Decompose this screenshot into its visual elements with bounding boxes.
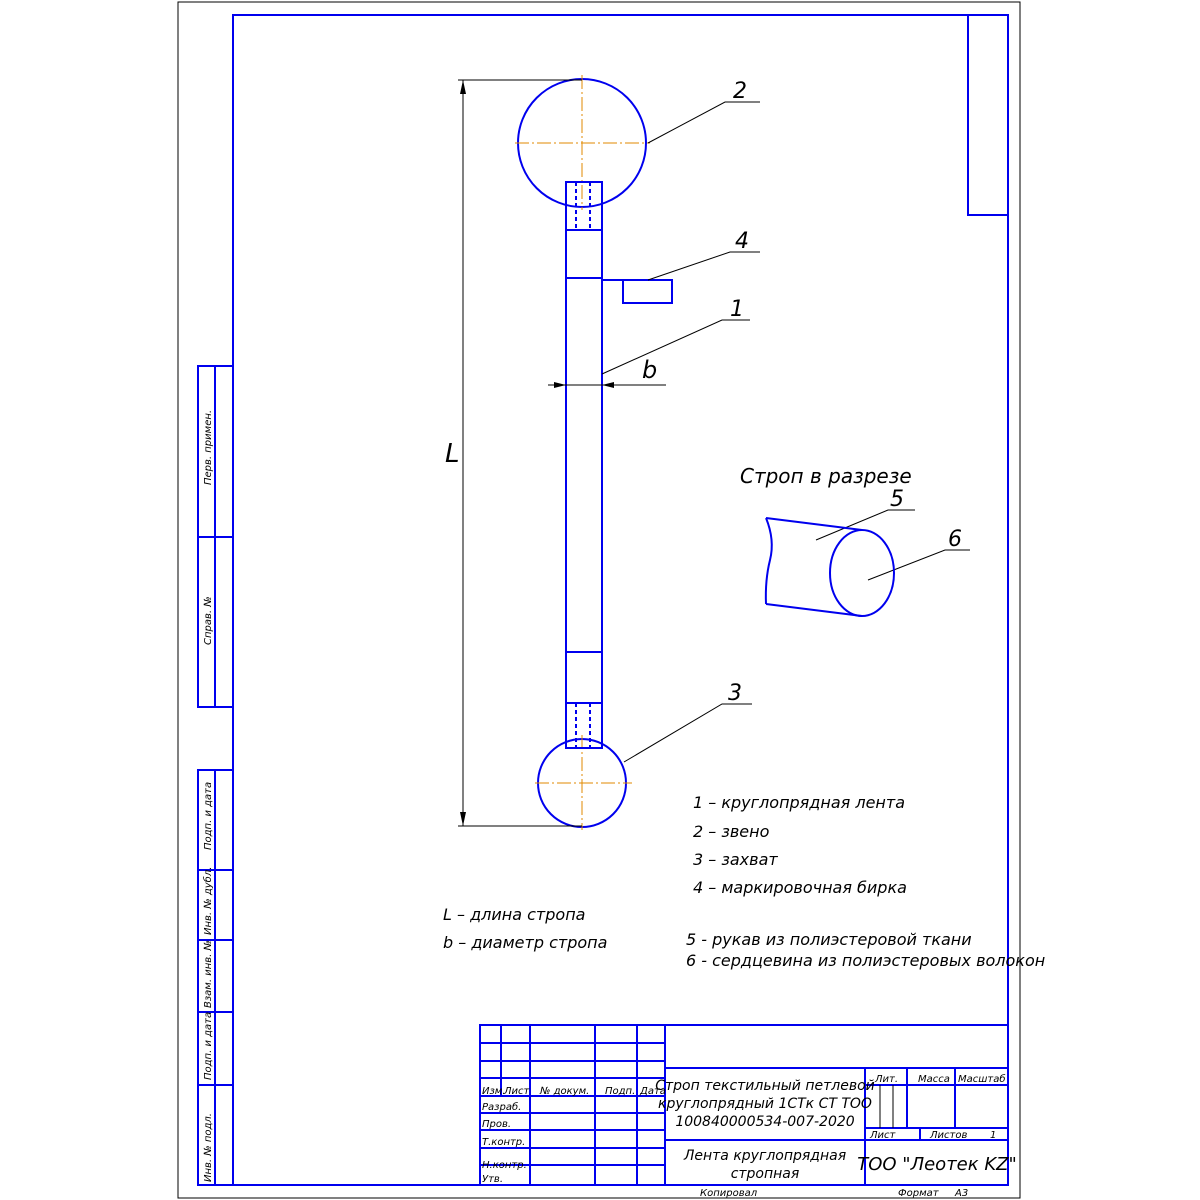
svg-text:4: 4 <box>735 229 749 254</box>
svg-text:Листов: Листов <box>929 1130 967 1141</box>
svg-text:ТОО "Леотек KZ": ТОО "Леотек KZ" <box>857 1154 1017 1175</box>
svg-text:5 - рукав из полиэстеровой тка: 5 - рукав из полиэстеровой ткани <box>686 930 972 949</box>
leaders <box>601 101 970 763</box>
title-block: Изм. Лист № докум. Подп. Дата Разраб. Пр… <box>479 1024 1017 1199</box>
svg-text:Изм.: Изм. <box>482 1086 506 1097</box>
svg-text:Строп текстильный петлевой: Строп текстильный петлевой <box>655 1078 875 1094</box>
svg-text:5: 5 <box>890 487 904 512</box>
svg-text:Строп в разрезе: Строп в разрезе <box>740 464 912 488</box>
svg-text:Масса: Масса <box>918 1074 950 1085</box>
svg-text:стропная: стропная <box>731 1166 800 1182</box>
svg-text:Лит.: Лит. <box>874 1074 898 1085</box>
sling-view <box>515 75 673 830</box>
stamp-label: Инв. № дубл. <box>202 867 214 935</box>
strap-body <box>565 181 603 749</box>
svg-text:Масштаб: Масштаб <box>958 1073 1006 1085</box>
stamp-label: Перв. примен. <box>203 410 214 485</box>
svg-text:6: 6 <box>948 527 962 552</box>
marking-tag <box>622 279 673 304</box>
legend: 1 – круглопрядная лента 2 – звено 3 – за… <box>443 793 1045 970</box>
svg-text:3 – захват: 3 – захват <box>693 850 778 869</box>
svg-text:Подп.: Подп. <box>605 1086 635 1097</box>
svg-text:1: 1 <box>730 297 744 322</box>
side-stamp-upper <box>197 365 234 708</box>
stamp-label: Справ. № <box>203 596 214 645</box>
svg-text:Формат: Формат <box>898 1188 940 1199</box>
svg-text:Лист: Лист <box>869 1130 897 1141</box>
svg-text:100840000534-007-2020: 100840000534-007-2020 <box>675 1114 854 1130</box>
svg-text:2 – звено: 2 – звено <box>693 822 770 841</box>
svg-text:6 - сердцевина из полиэстеровы: 6 - сердцевина из полиэстеровых волокон <box>686 951 1045 970</box>
inner-frame <box>232 14 1009 1186</box>
dimension-L: L <box>445 79 582 827</box>
svg-text:Разраб.: Разраб. <box>482 1101 521 1113</box>
svg-text:Лист: Лист <box>503 1086 531 1097</box>
svg-text:b: b <box>642 356 657 384</box>
svg-text:4 – маркировочная бирка: 4 – маркировочная бирка <box>693 878 907 897</box>
cross-section: Строп в разрезе <box>740 464 912 617</box>
svg-text:Утв.: Утв. <box>482 1174 503 1185</box>
core-hatched <box>829 529 895 617</box>
svg-text:1 – круглопрядная лента: 1 – круглопрядная лента <box>693 793 905 812</box>
callouts: 2 4 1 3 5 6 <box>728 79 962 706</box>
stamp-label: Взам. инв. № <box>203 940 214 1008</box>
stamp-label: Инв. № подл. <box>203 1113 214 1182</box>
svg-text:А3: А3 <box>954 1188 968 1199</box>
svg-text:Т.контр.: Т.контр. <box>482 1137 525 1148</box>
outer-frame <box>177 1 1021 1199</box>
svg-text:b – диаметр стропа: b – диаметр стропа <box>443 933 607 952</box>
svg-text:3: 3 <box>728 681 742 706</box>
svg-text:Н.контр.: Н.контр. <box>482 1160 527 1171</box>
svg-text:Дата: Дата <box>639 1086 666 1097</box>
side-stamp-lower <box>197 769 234 1186</box>
svg-text:1: 1 <box>990 1130 996 1141</box>
svg-text:круглопрядный 1СТк СТ ТОО: круглопрядный 1СТк СТ ТОО <box>658 1096 872 1112</box>
svg-text:2: 2 <box>733 79 747 104</box>
svg-text:Пров.: Пров. <box>482 1119 511 1130</box>
stamp-label: Подп. и дата <box>203 1012 214 1080</box>
stamp-label: Подп. и дата <box>203 782 214 850</box>
corner-box <box>967 14 1009 216</box>
svg-text:L: L <box>445 439 460 469</box>
dimension-b: b <box>548 356 666 388</box>
svg-text:№ докум.: № докум. <box>539 1086 589 1097</box>
svg-text:Лента круглопрядная: Лента круглопрядная <box>683 1148 846 1164</box>
svg-text:L – длина стропа: L – длина стропа <box>443 905 585 924</box>
svg-text:Копировал: Копировал <box>700 1188 758 1199</box>
